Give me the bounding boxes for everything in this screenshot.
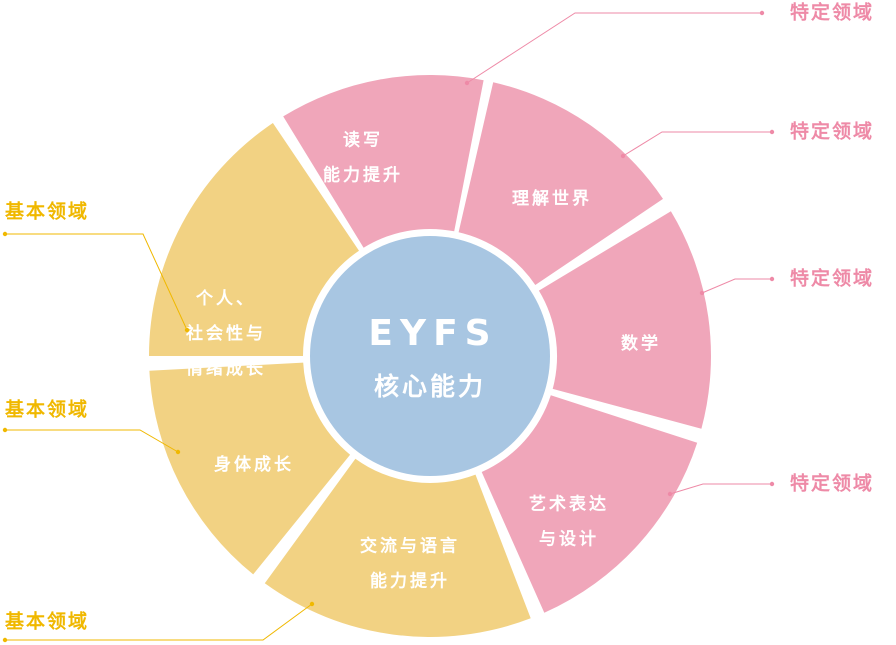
callout-leader-line: [5, 429, 179, 453]
callout-label-specific: 特定领域: [790, 267, 874, 290]
segment-shape-physical-development: [149, 362, 351, 575]
segment-mathematics: 数学: [538, 211, 711, 429]
callout-label-specific: 特定领域: [790, 1, 874, 24]
segment-label-personal-social-emotional: 个人、: [195, 288, 256, 309]
segment-label-literacy: 读写: [343, 130, 383, 151]
segment-shape-understanding-world: [458, 82, 663, 285]
segment-understanding-world: 理解世界: [458, 82, 663, 285]
segment-label-mathematics: 数学: [621, 333, 661, 354]
segment-shape-mathematics: [538, 211, 711, 429]
center-title: EYFS: [368, 313, 497, 354]
callout-dot: [184, 327, 190, 333]
callout-label-basic: 基本领域: [4, 200, 89, 223]
segment-label-physical-development: 身体成长: [214, 454, 294, 475]
callout-leader-line: [5, 233, 188, 331]
segment-label-communication-language: 能力提升: [370, 571, 450, 592]
segment-label-communication-language: 交流与语言: [360, 536, 460, 557]
callout-label-basic: 基本领域: [4, 610, 89, 633]
leader-lines-layer: [2, 10, 775, 643]
callout-dot: [759, 10, 765, 16]
callout-dot: [175, 449, 181, 455]
segment-label-understanding-world: 理解世界: [512, 188, 592, 209]
callout-dot: [464, 80, 470, 86]
center-circle: [310, 236, 550, 476]
segments-layer: 读写能力提升理解世界数学艺术表达与设计交流与语言能力提升身体成长个人、社会性与情…: [149, 75, 711, 637]
segment-shape-personal-social-emotional: [149, 123, 359, 356]
callout-leader-line: [622, 131, 772, 157]
segment-label-arts-design: 艺术表达: [529, 494, 609, 515]
callout-dot: [2, 231, 8, 237]
segment-label-literacy: 能力提升: [323, 165, 403, 186]
callout-label-specific: 特定领域: [790, 472, 874, 495]
callout-dot: [769, 129, 775, 135]
callout-dot: [309, 601, 315, 607]
callout-dot: [769, 276, 775, 282]
segment-shape-arts-design: [481, 395, 698, 613]
callout-dot: [2, 637, 8, 643]
callout-dot: [769, 481, 775, 487]
segment-shape-literacy: [283, 75, 484, 248]
center-hub: EYFS 核心能力: [310, 236, 550, 476]
callout-leader-line: [701, 278, 772, 294]
callout-dot: [2, 427, 8, 433]
callout-label-basic: 基本领域: [4, 398, 89, 421]
callout-dot: [620, 153, 626, 159]
callout-leader-line: [5, 603, 313, 641]
callout-leader-line: [669, 483, 772, 495]
callout-dot: [667, 491, 673, 497]
callout-leader-line: [466, 12, 762, 84]
segment-label-personal-social-emotional: 社会性与: [185, 323, 266, 344]
callout-dot: [699, 290, 705, 296]
callout-label-specific: 特定领域: [790, 120, 874, 143]
segment-physical-development: 身体成长: [149, 362, 351, 575]
segment-label-arts-design: 与设计: [539, 529, 599, 550]
segment-label-personal-social-emotional: 情绪成长: [186, 358, 266, 379]
center-subtitle: 核心能力: [374, 372, 486, 401]
segment-shape-communication-language: [264, 458, 531, 637]
